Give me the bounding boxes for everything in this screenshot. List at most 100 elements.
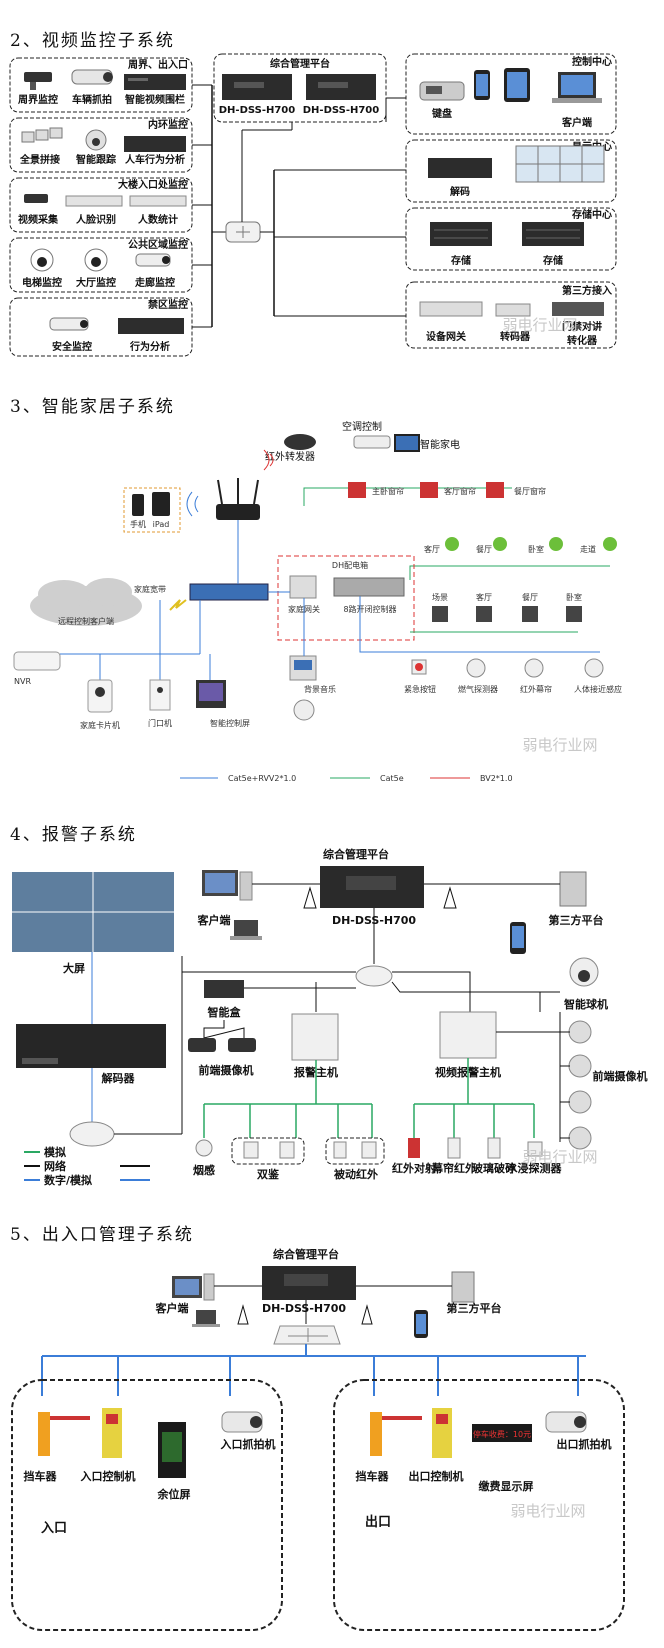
video-section: 2、视频监控子系统 周界、出入口 内环监控 大楼入口处监控 公共区域监控 禁区监… — [0, 0, 664, 360]
home-camera-2: 智能控制屏 — [210, 718, 250, 728]
switch-icon — [355, 965, 393, 987]
video-item-2-2: 人数统计 — [138, 213, 178, 226]
server-tower-icon — [451, 1271, 475, 1303]
tablet-icon — [504, 68, 530, 102]
video-group-header-4: 禁区监控 — [147, 298, 188, 311]
smoke-detector-icon — [195, 1139, 213, 1157]
exit-device-2: 缴费显示屏 — [479, 1479, 534, 1493]
cloud-icon — [30, 578, 142, 626]
video-watermark: 弱电行业网 — [502, 316, 577, 334]
home-broadband: 家庭宽带 — [134, 584, 166, 594]
home-legend-2: BV2*1.0 — [480, 774, 513, 783]
alarm-dome: 智能球机 — [564, 997, 608, 1011]
video-right-item-3-0: 设备网关 — [426, 330, 466, 343]
video-item-3-0: 电梯监控 — [22, 276, 62, 289]
fee-display-icon — [472, 1424, 532, 1442]
curtain-icon — [486, 482, 504, 498]
entry-device-3: 入口抓拍机 — [221, 1437, 276, 1451]
home-panel-2: 餐厅 — [522, 593, 538, 602]
dss-server-icon — [222, 74, 292, 100]
dome-camera-icon — [85, 129, 107, 151]
bulb-icon — [549, 537, 563, 551]
video-group-header-1: 内环监控 — [148, 118, 188, 131]
exit-device-3: 出口抓拍机 — [557, 1437, 612, 1451]
exit-device-1: 出口控制机 — [409, 1469, 464, 1483]
alarm-sensor-left-0: 烟感 — [193, 1163, 215, 1177]
home-appliance: 智能家电 — [420, 438, 460, 451]
emergency-button-icon — [411, 659, 427, 675]
video-wall-icon — [12, 872, 174, 952]
alarm-smartbox: 智能盒 — [208, 1005, 242, 1019]
security-camera-icon — [49, 317, 89, 331]
alarm-legend-2: 数字/模拟 — [44, 1173, 92, 1187]
fee-display-text: 停车收费：10元 — [473, 1429, 531, 1439]
home-ac: 空调控制 — [342, 420, 382, 433]
video-right-item-2-0: 存储 — [451, 254, 471, 267]
bulb-icon — [603, 537, 617, 551]
video-item-3-2: 走廊监控 — [134, 276, 175, 289]
video-right-item-0-1: 客户端 — [561, 116, 592, 129]
beam-detector-icon — [408, 1138, 420, 1158]
tablet-icon — [152, 492, 170, 516]
video-right-item-3-3: 转化器 — [567, 334, 598, 347]
home-panel-0: 场景 — [432, 593, 448, 602]
network-switch-icon — [225, 221, 261, 243]
video-section-title: 2、视频监控子系统 — [10, 31, 175, 51]
video-right-item-1-0: 解码 — [450, 185, 470, 198]
home-camera-1: 门口机 — [148, 718, 172, 728]
video-item-2-0: 视频采集 — [18, 213, 59, 226]
home-panel-3: 卧室 — [566, 592, 582, 602]
air-conditioner-icon — [353, 435, 391, 449]
alarm-screen: 大屏 — [63, 961, 85, 975]
home-light-1: 餐厅 — [476, 545, 492, 554]
parking-third: 第三方平台 — [447, 1301, 502, 1315]
alarm-sensor-right-0: 红外对射 — [392, 1161, 436, 1175]
exit-label: 出口 — [365, 1514, 391, 1530]
video-wall-icon — [515, 145, 605, 183]
home-light-3: 走道 — [580, 544, 596, 554]
decoder-icon — [16, 1024, 166, 1068]
gas-detector-icon — [466, 658, 486, 678]
entry-label: 入口 — [41, 1521, 67, 1536]
home-curtain-0: 主卧窗帘 — [372, 486, 404, 496]
capture-camera-icon — [545, 1411, 587, 1433]
camera-icon — [568, 1020, 592, 1044]
phone-icon — [414, 1310, 428, 1338]
alarm-front-cam: 前端摄像机 — [199, 1063, 254, 1077]
home-mobile-1: iPad — [153, 520, 170, 529]
alarm-platform: 综合管理平台 — [323, 847, 389, 861]
curtain-ir-icon — [447, 1137, 461, 1159]
video-group-header-0: 周界、出入口 — [128, 58, 188, 71]
panel-icon — [566, 606, 582, 622]
parking-client: 客户端 — [155, 1301, 189, 1315]
barrier-gate-icon — [370, 1412, 422, 1456]
music-panel-icon — [289, 655, 317, 681]
controller-icon — [333, 577, 405, 597]
analysis-server-icon — [124, 136, 186, 152]
video-item-0-1: 车辆抓拍 — [72, 93, 112, 106]
entry-device-2: 余位屏 — [157, 1487, 191, 1501]
video-item-1-2: 人车行为分析 — [125, 153, 185, 166]
alarm-third: 第三方平台 — [549, 913, 604, 927]
router-icon — [216, 478, 260, 520]
video-item-4-1: 行为分析 — [129, 340, 170, 353]
pc-icon — [172, 1273, 215, 1301]
space-display-icon — [158, 1422, 186, 1478]
home-curtain-1: 客厅窗帘 — [444, 486, 476, 496]
home-light-2: 卧室 — [528, 544, 544, 554]
storage-icon — [522, 222, 584, 246]
control-screen-icon — [196, 680, 226, 708]
network-switch-icon — [273, 1325, 341, 1345]
panorama-camera-icon — [21, 127, 63, 143]
alarm-host-icon — [291, 1013, 339, 1061]
dss-server-icon — [306, 74, 376, 100]
camera-icon — [188, 1038, 216, 1052]
storage-icon — [430, 222, 492, 246]
keyboard-icon — [419, 81, 465, 101]
home-camera-0: 家庭卡片机 — [80, 720, 120, 730]
ptz-dome-icon — [569, 957, 599, 987]
water-leak-icon — [527, 1141, 543, 1157]
home-diagram: 红外转发器 空调控制 智能家电 手机 iPad 主卧窗帘 客厅窗帘 餐厅窗帘 客… — [13, 420, 622, 783]
glass-break-icon — [487, 1137, 501, 1159]
entry-device-1: 入口控制机 — [81, 1469, 136, 1483]
